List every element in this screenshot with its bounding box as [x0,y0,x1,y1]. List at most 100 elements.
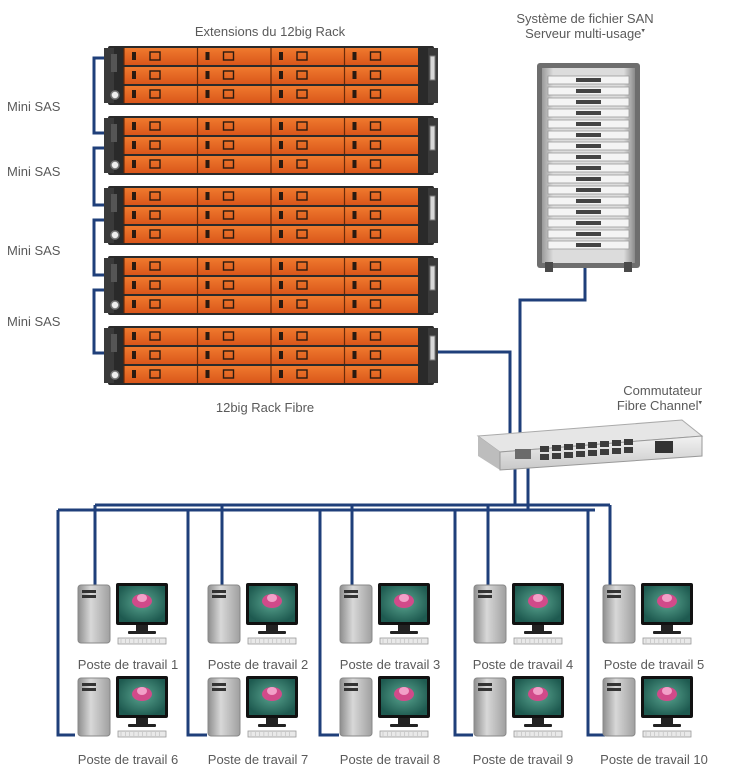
bay-latch [352,90,357,98]
bay-latch [352,192,357,200]
bay-handle [222,121,235,131]
bay-handle [296,159,308,169]
bay-handle [222,51,235,61]
pc-tower [602,677,636,737]
pc-drive-slot [344,595,358,598]
rack-handle [429,125,436,151]
bay-handle [369,369,382,379]
bay-handle [222,210,235,220]
storage-rack-icon [104,186,438,245]
bay-handle [296,140,308,150]
bay-latch [205,192,210,200]
monitor-base [128,631,156,634]
switch-side [478,436,500,470]
san-mark: ▾ [641,27,645,35]
bay-handle [149,89,161,99]
bay-latch [279,141,283,149]
cable [92,218,110,277]
keyboard-icon [642,637,692,645]
pc-tower [473,677,507,737]
fibre-channel-switch [476,419,704,471]
bay-latch [279,332,283,340]
bay-handle [369,121,382,131]
storage-rack-icon [104,116,438,175]
san-line1: Système de fichier SAN [516,11,654,26]
mini-sas-label-4: Mini SAS [7,314,61,329]
bay-handle [296,261,308,271]
bay-handle [296,369,308,379]
rack-port [111,54,117,72]
bay-handle [369,261,382,271]
workstation-label-2: Poste de travail 2 [207,657,309,672]
bay-latch [352,141,357,149]
bay-handle [222,70,235,80]
monitor-neck [532,625,544,631]
bay-handle [149,331,161,341]
cable [586,510,605,737]
bay-handle [149,350,161,360]
bay-latch [132,211,136,219]
server-foot-left [545,262,553,272]
pc-drive-slot [212,595,226,598]
bay-latch [205,281,210,289]
switch-port [612,440,621,446]
workstation-label-1: Poste de travail 1 [77,657,179,672]
bay-handle [296,51,308,61]
switch-port [576,443,585,449]
switch-mgmt-port [515,449,531,459]
workstation-icon [207,583,298,645]
bay-handle [296,210,308,220]
storage-rack-icon [104,256,438,315]
server-blade-slot [576,122,601,126]
bay-handle [222,229,235,239]
bay-handle [149,210,161,220]
bay-latch [132,122,136,130]
flower-center [533,687,543,695]
workstation-label-10: Poste de travail 10 [600,752,708,767]
bay-latch [132,52,136,60]
keyboard-icon [247,730,297,738]
bay-handle [369,210,382,220]
bay-latch [352,122,357,130]
bay-handle [296,191,308,201]
san-title: Système de fichier SAN Serveur multi-usa… [516,11,653,41]
workstation-label-5: Poste de travail 5 [603,657,705,672]
bay-handle [222,191,235,201]
bay-latch [205,351,210,359]
bay-latch [205,262,210,270]
monitor-base [524,631,552,634]
workstation-label-9: Poste de travail 9 [472,752,574,767]
switch-port [576,451,585,457]
monitor-neck [398,625,410,631]
flower-center [137,687,147,695]
server-blade-slot [576,133,601,137]
bay-handle [296,121,308,131]
switch-line2-wrap: Fibre Channel▾ [617,398,702,413]
bay-latch [205,332,210,340]
server-blade-slot [576,78,601,82]
keyboard-icon [379,637,429,645]
workstation-icon [207,676,298,738]
workstation-icon [77,676,168,738]
bay-latch [352,370,357,378]
bay-latch [132,300,136,308]
switch-port [588,442,597,448]
pc-drive-slot [607,683,621,686]
flower-center [662,594,672,602]
server-blade-slot [576,166,601,170]
workstation-icon [339,676,430,738]
bay-latch [352,300,357,308]
server-blade-slot [576,243,601,247]
bay-handle [222,89,235,99]
monitor-neck [136,718,148,724]
bay-handle [222,350,235,360]
switch-port [624,447,633,453]
switch-port [624,439,633,445]
bay-latch [205,90,210,98]
rack-ear-left [104,328,114,383]
bay-handle [149,140,161,150]
bay-latch [279,211,283,219]
switch-port [540,454,549,460]
bay-handle [149,369,161,379]
pc-tower [77,677,111,737]
